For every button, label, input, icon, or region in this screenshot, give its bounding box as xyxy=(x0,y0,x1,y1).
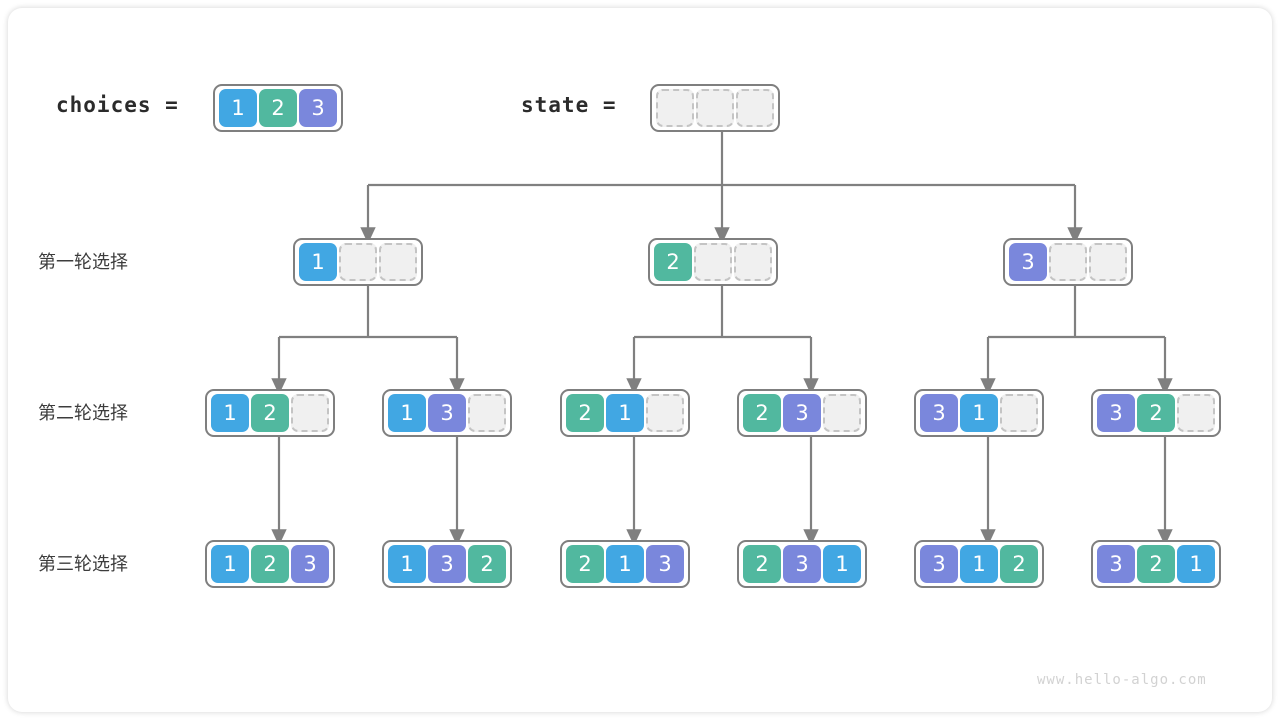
array-cell-empty xyxy=(1177,394,1215,432)
array-cell-filled: 1 xyxy=(219,89,257,127)
array-cell-filled: 1 xyxy=(606,545,644,583)
array-cell-empty xyxy=(823,394,861,432)
row-label-1: 第一轮选择 xyxy=(38,252,128,273)
array-cell-empty xyxy=(379,243,417,281)
array-cell-filled: 1 xyxy=(823,545,861,583)
array-cell-filled: 1 xyxy=(299,243,337,281)
array-cell-filled: 3 xyxy=(1097,545,1135,583)
array-cell-filled: 2 xyxy=(251,545,289,583)
array-cell-filled: 3 xyxy=(920,394,958,432)
array-cell-filled: 1 xyxy=(1177,545,1215,583)
array-cell-filled: 3 xyxy=(1097,394,1135,432)
array-cell-empty xyxy=(696,89,734,127)
array-cell-filled: 3 xyxy=(428,545,466,583)
array-cell-filled: 1 xyxy=(211,394,249,432)
array-cell-filled: 1 xyxy=(960,394,998,432)
array-cell-filled: 3 xyxy=(646,545,684,583)
choices-label: choices = xyxy=(56,93,179,117)
array-cell-filled: 2 xyxy=(1137,394,1175,432)
array-cell-filled: 2 xyxy=(468,545,506,583)
array-cell-empty xyxy=(694,243,732,281)
row-label-2: 第二轮选择 xyxy=(38,403,128,424)
array-cell-filled: 2 xyxy=(743,394,781,432)
array-cell-filled: 1 xyxy=(211,545,249,583)
array-cell-filled: 2 xyxy=(566,545,604,583)
array-cell-filled: 1 xyxy=(388,545,426,583)
array-cell-filled: 1 xyxy=(960,545,998,583)
array-cell-filled: 1 xyxy=(606,394,644,432)
array-cell-filled: 2 xyxy=(259,89,297,127)
state-array-r1-n1: 1 xyxy=(293,238,423,286)
array-cell-empty xyxy=(339,243,377,281)
watermark: www.hello-algo.com xyxy=(1037,672,1207,688)
array-cell-empty xyxy=(656,89,694,127)
array-cell-empty xyxy=(646,394,684,432)
array-cell-empty xyxy=(291,394,329,432)
array-cell-empty xyxy=(468,394,506,432)
array-cell-filled: 2 xyxy=(654,243,692,281)
array-cell-filled: 3 xyxy=(920,545,958,583)
state-array-r1-n2: 2 xyxy=(648,238,778,286)
array-cell-filled: 3 xyxy=(783,545,821,583)
row-label-3: 第三轮选择 xyxy=(38,554,128,575)
array-cell-filled: 2 xyxy=(1000,545,1038,583)
state-label: state = xyxy=(521,93,617,117)
array-cell-filled: 3 xyxy=(291,545,329,583)
state-array xyxy=(650,84,780,132)
array-cell-filled: 3 xyxy=(783,394,821,432)
array-cell-filled: 3 xyxy=(1009,243,1047,281)
array-cell-filled: 2 xyxy=(566,394,604,432)
array-cell-empty xyxy=(734,243,772,281)
array-cell-filled: 2 xyxy=(251,394,289,432)
array-cell-filled: 1 xyxy=(388,394,426,432)
array-cell-filled: 3 xyxy=(428,394,466,432)
array-cell-empty xyxy=(736,89,774,127)
array-cell-filled: 2 xyxy=(1137,545,1175,583)
array-cell-empty xyxy=(1089,243,1127,281)
state-array-r1-n3: 3 xyxy=(1003,238,1133,286)
array-cell-empty xyxy=(1049,243,1087,281)
array-cell-empty xyxy=(1000,394,1038,432)
array-cell-filled: 2 xyxy=(743,545,781,583)
array-cell-filled: 3 xyxy=(299,89,337,127)
